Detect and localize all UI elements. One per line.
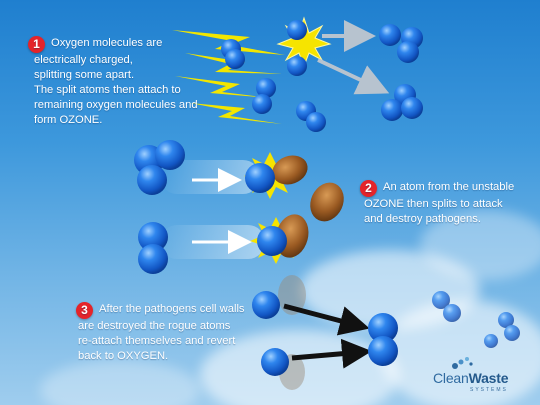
logo-name-part1: Clean (433, 370, 469, 386)
step-1-caption: 1 Oxygen molecules are electrically charg… (28, 36, 198, 128)
cloud (420, 210, 540, 280)
oxygen-atom (484, 334, 498, 348)
revert-arrow (283, 303, 370, 336)
step-text-line: splitting some apart. (34, 69, 135, 81)
oxygen-atom (397, 41, 419, 63)
oxygen-atom (138, 222, 168, 252)
oxygen-atom (252, 94, 272, 114)
step-text-line: re-attach themselves and revert (78, 335, 236, 347)
lightning-bolt (190, 103, 282, 124)
split-arrow (317, 58, 390, 95)
pathogen (272, 155, 308, 185)
revert-arrow (291, 338, 372, 369)
oxygen-atom (287, 20, 307, 40)
step-2-caption: 2 An atom from the unstable OZONE then sp… (360, 180, 514, 227)
oxygen-atom (261, 348, 289, 376)
logo-droplets-icon (452, 357, 473, 369)
step-text-line: form OZONE. (34, 114, 103, 126)
step-text-line: are destroyed the rogue atoms (78, 320, 231, 332)
oxygen-atom (287, 56, 307, 76)
step-text-line: OZONE then splits to attack (364, 198, 503, 210)
oxygen-atom (138, 244, 168, 274)
oxygen-atom (306, 112, 326, 132)
oxygen-atoms (134, 20, 423, 376)
oxygen-atom (401, 97, 423, 119)
oxygen-atom (257, 226, 287, 256)
step-text-line: electrically charged, (34, 54, 133, 66)
step-number-badge: 1 (28, 36, 45, 53)
oxygen-atom (504, 325, 520, 341)
oxygen-atom (252, 291, 280, 319)
faded-atoms (432, 291, 520, 348)
step-3-caption: 3 After the pathogens cell walls are dest… (76, 302, 245, 364)
step-number-badge: 2 (360, 180, 377, 197)
oxygen-atom (443, 304, 461, 322)
oxygen-atom (498, 312, 514, 328)
oxygen-atom (368, 313, 398, 343)
oxygen-atom (245, 163, 275, 193)
oxygen-atom (137, 165, 167, 195)
pathogen (310, 182, 344, 222)
step-text-line: remaining oxygen molecules and (34, 99, 198, 111)
oxygen-atom (256, 78, 276, 98)
step-text-line: After the pathogens cell walls (99, 303, 245, 315)
step-number-badge: 3 (76, 302, 93, 319)
step-text-line: An atom from the unstable (383, 181, 515, 193)
oxygen-atom (381, 99, 403, 121)
step-text-line: Oxygen molecules are (51, 37, 163, 49)
oxygen-atom (368, 336, 398, 366)
step-text-line: back to OXYGEN. (78, 350, 169, 362)
cloud (40, 360, 200, 405)
step-text-line: and destroy pathogens. (364, 213, 481, 225)
oxygen-atom (225, 49, 245, 69)
lightning-bolt (175, 76, 270, 98)
clean-waste-logo: CleanWaste SYSTEMS (433, 356, 525, 396)
logo-tagline: SYSTEMS (470, 387, 508, 393)
logo-name-part2: Waste (468, 370, 509, 386)
oxygen-atom (379, 24, 401, 46)
step-text-line: The split atoms then attach to (34, 84, 181, 96)
oxygen-atom (155, 140, 185, 170)
oxygen-atom (432, 291, 450, 309)
